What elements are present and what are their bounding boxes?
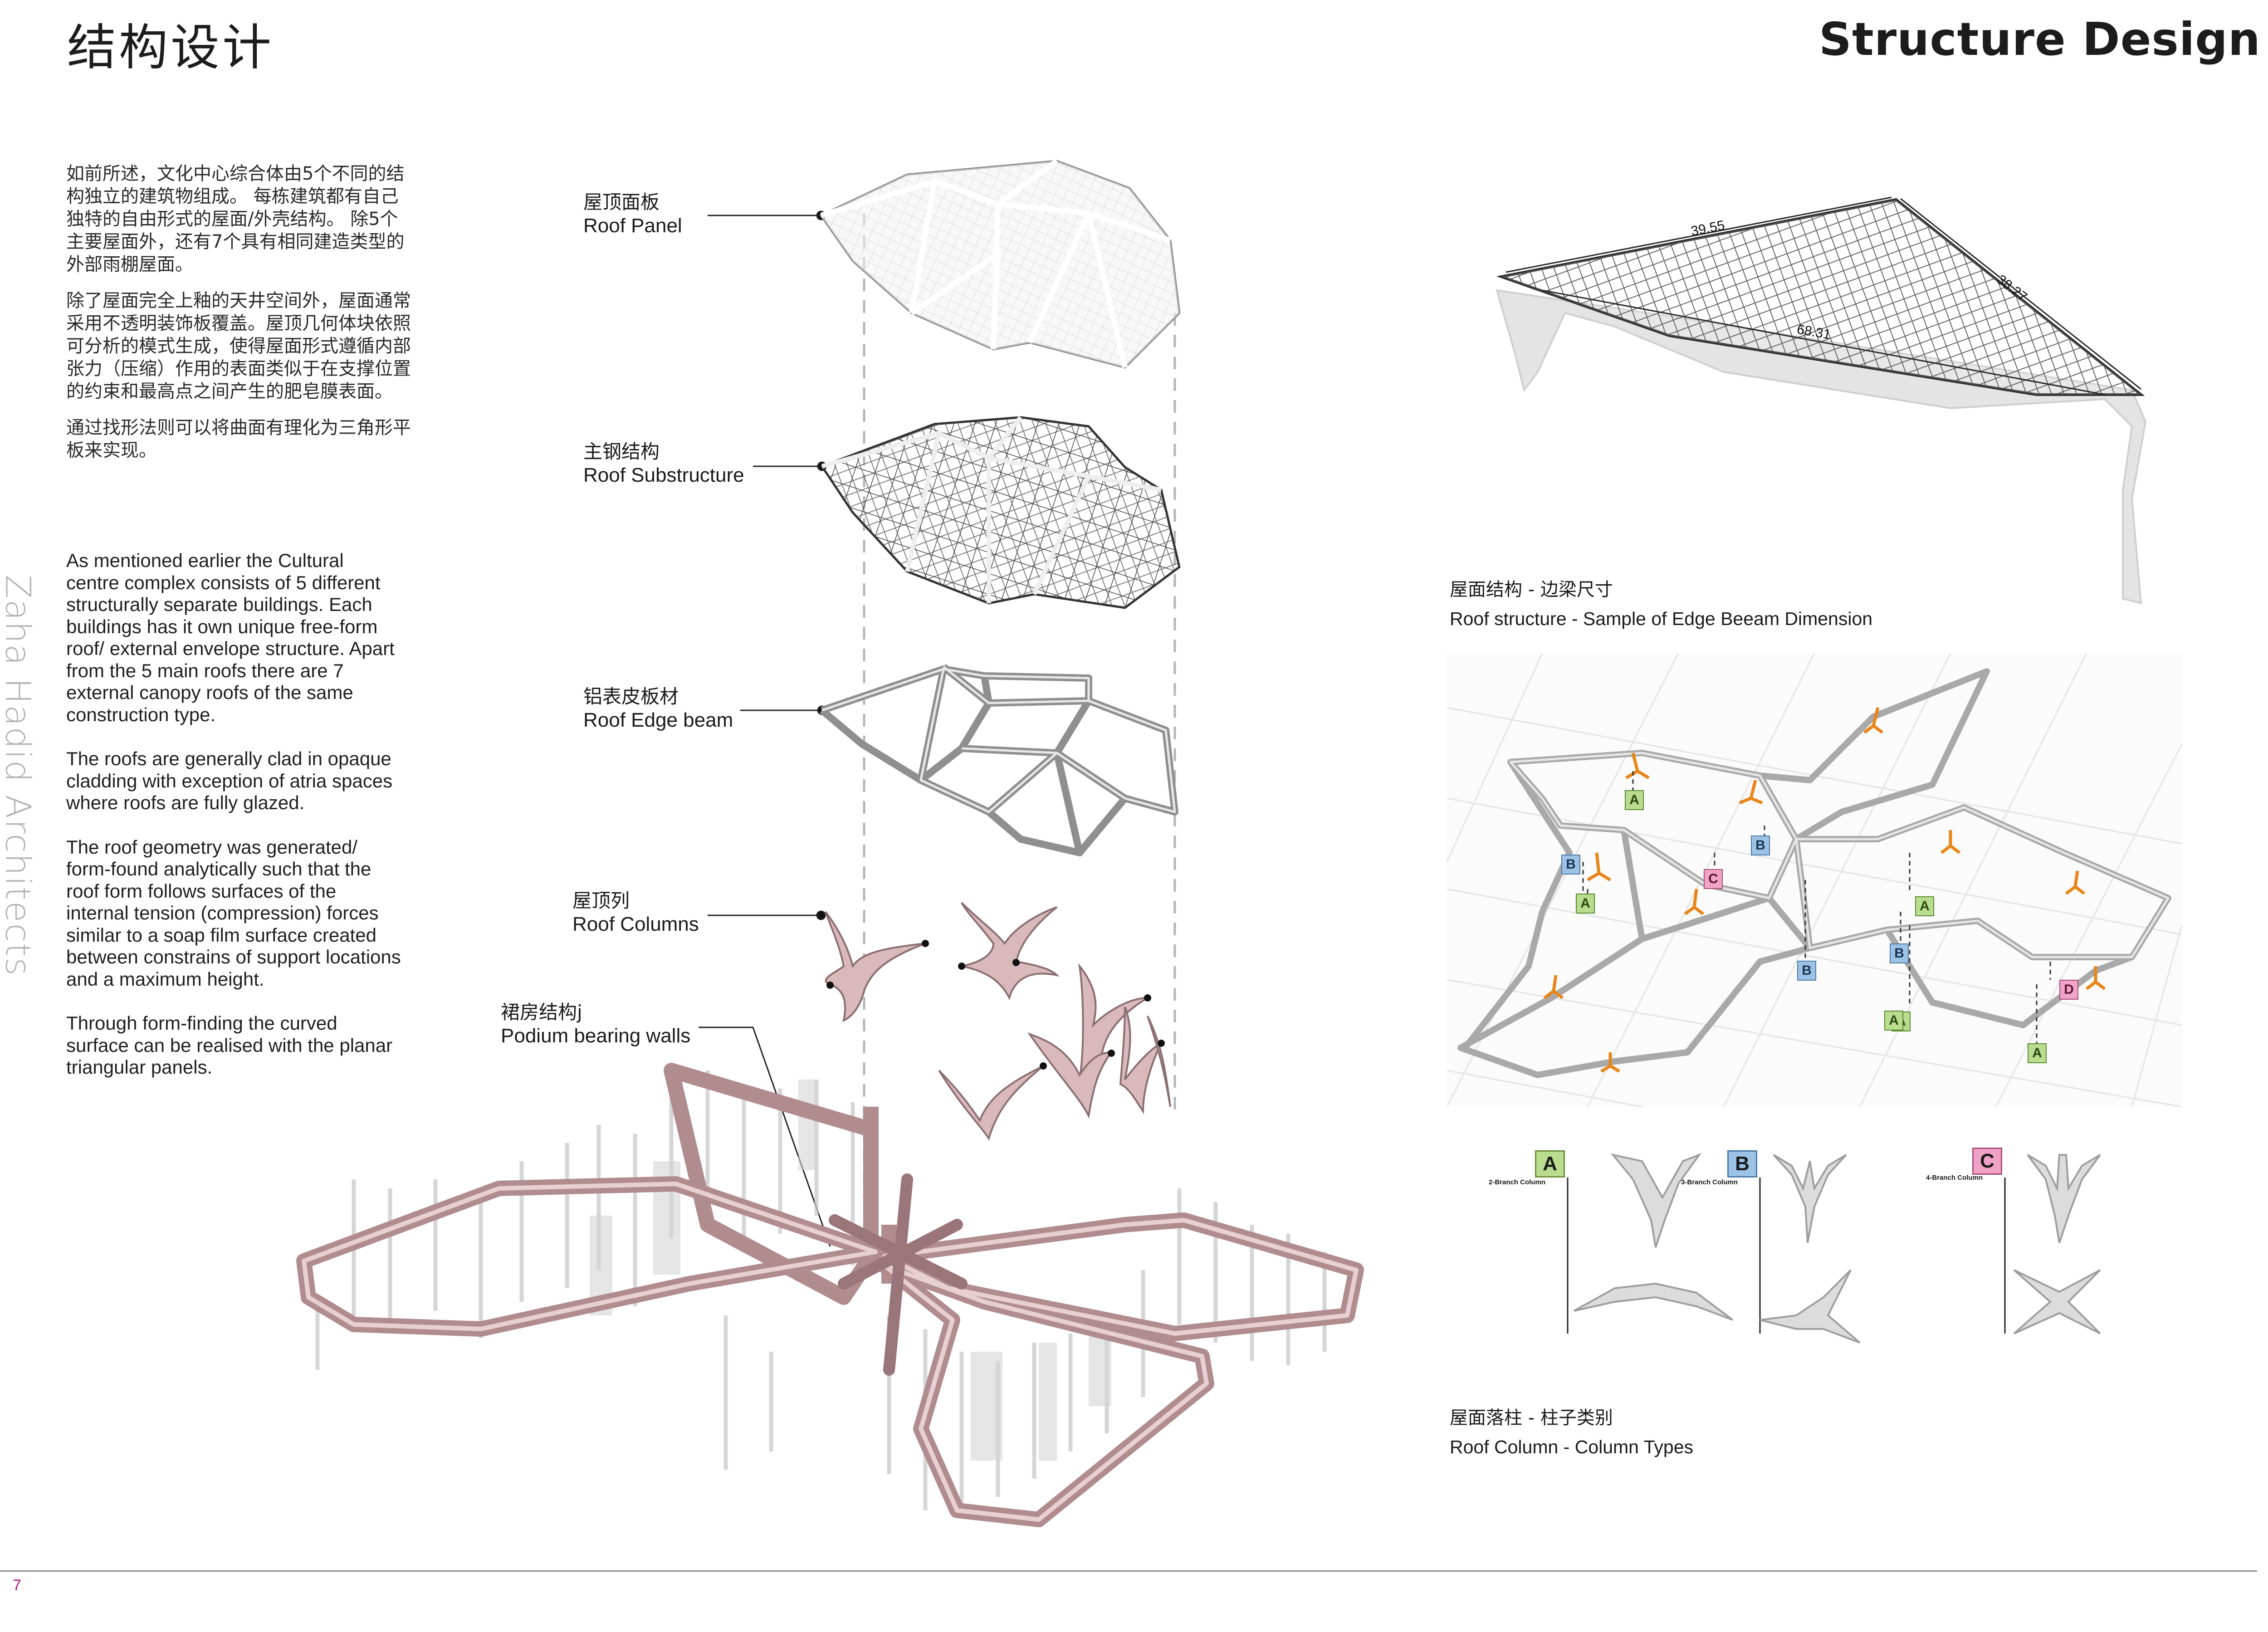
intro-cn: 如前所述，文化中心综合体由5个不同的结构独立的建筑物组成。 每栋建筑都有自己独特… — [66, 162, 411, 475]
column-type-label: 3-Branch Column — [1681, 1178, 1738, 1186]
column-types-diagram — [1567, 1153, 2101, 1344]
caption-en: Roof structure - Sample of Edge Beeam Di… — [1450, 608, 1873, 629]
plan-tag-c: C — [1704, 869, 1723, 889]
caption-cn: 屋面结构 - 边梁尺寸 — [1450, 579, 1613, 600]
layer-label-cn: 屋顶面板 — [583, 191, 660, 213]
edge-beam-dimension-model: 39.55 38.27 68.31 — [1496, 196, 2147, 605]
column-type-tag-b: B — [1727, 1150, 1757, 1178]
column-type-tag-c: C — [1972, 1148, 2002, 1175]
layer-label-en: Podium bearing walls — [501, 1025, 691, 1047]
layer-label-en: Roof Substructure — [583, 464, 744, 486]
layer-label-cn: 屋顶列 — [572, 889, 630, 912]
plan-tag-a: A — [1915, 896, 1934, 916]
roof-panel-model — [819, 159, 1181, 369]
column-tip-dots — [826, 940, 1165, 1070]
plan-tag-b: B — [1751, 836, 1770, 855]
column-type-label: 2-Branch Column — [1489, 1178, 1546, 1186]
layer-label-cn: 铝表皮板材 — [583, 685, 679, 708]
column-plan-model — [1446, 653, 2183, 1108]
plan-tag-a: A — [1625, 790, 1644, 810]
footer-divider — [0, 1570, 2257, 1572]
intro-en-paragraph: As mentioned earlier the Cultural centre… — [66, 550, 395, 725]
roof-substructure-model — [820, 415, 1181, 609]
intro-en: As mentioned earlier the Cultural centre… — [66, 550, 402, 1101]
layer-label-roof-columns: 屋顶列 Roof Columns — [572, 889, 699, 936]
layer-label-roof-substructure: 主钢结构 Roof Substructure — [583, 440, 744, 487]
plan-tag-b: B — [1797, 961, 1816, 981]
layer-label-en: Roof Columns — [572, 913, 699, 935]
page-title-en: Structure Design — [1819, 13, 2261, 66]
layer-label-roof-panel: 屋顶面板 Roof Panel — [583, 191, 682, 238]
layer-label-en: Roof Edge beam — [583, 709, 733, 731]
caption-cn: 屋面落柱 - 柱子类别 — [1450, 1407, 1613, 1428]
intro-en-paragraph: The roof geometry was generated/ form-fo… — [66, 836, 401, 990]
column-type-tag-a: A — [1535, 1150, 1565, 1178]
plan-tag-b: B — [1561, 855, 1580, 875]
podium-walls-model — [296, 1063, 1364, 1527]
column-types-caption: 屋面落柱 - 柱子类别 Roof Column - Column Types — [1450, 1403, 1693, 1461]
plan-tag-a: A — [1884, 1011, 1903, 1031]
layer-label-cn: 裙房结构j — [501, 1001, 582, 1023]
layer-label-roof-edge-beam: 铝表皮板材 Roof Edge beam — [583, 685, 733, 732]
plan-tag-b: B — [1890, 943, 1909, 963]
intro-en-paragraph: The roofs are generally clad in opaque c… — [66, 748, 393, 813]
plan-tag-a: A — [1576, 894, 1595, 914]
column-type-label: 4-Branch Column — [1926, 1174, 1983, 1182]
layer-label-podium-walls: 裙房结构j Podium bearing walls — [501, 1001, 690, 1048]
roof-columns-model — [825, 902, 1171, 1141]
roof-edge-beam-model — [819, 664, 1178, 856]
alignment-dashed-lines — [863, 213, 1176, 1197]
edge-beam-caption: 屋面结构 - 边梁尺寸 Roof structure - Sample of E… — [1450, 575, 1872, 633]
plan-tag-a: A — [2028, 1043, 2047, 1063]
intro-en-paragraph: Through form-finding the curved surface … — [66, 1012, 393, 1078]
intro-cn-paragraph: 如前所述，文化中心综合体由5个不同的结构独立的建筑物组成。 每栋建筑都有自己独特… — [66, 163, 405, 275]
page-title-cn: 结构设计 — [67, 20, 274, 76]
layer-label-en: Roof Panel — [583, 215, 682, 237]
layer-label-cn: 主钢结构 — [583, 440, 660, 463]
intro-cn-paragraph: 通过找形法则可以将曲面有理化为三角形平板来实现。 — [66, 417, 411, 461]
plan-tag-d: D — [2059, 980, 2078, 1000]
page-number: 7 — [13, 1577, 21, 1594]
caption-en: Roof Column - Column Types — [1450, 1437, 1694, 1457]
intro-cn-paragraph: 除了屋面完全上釉的天井空间外，屋面通常采用不透明装饰板覆盖。屋顶几何体块依照可分… — [66, 290, 411, 402]
